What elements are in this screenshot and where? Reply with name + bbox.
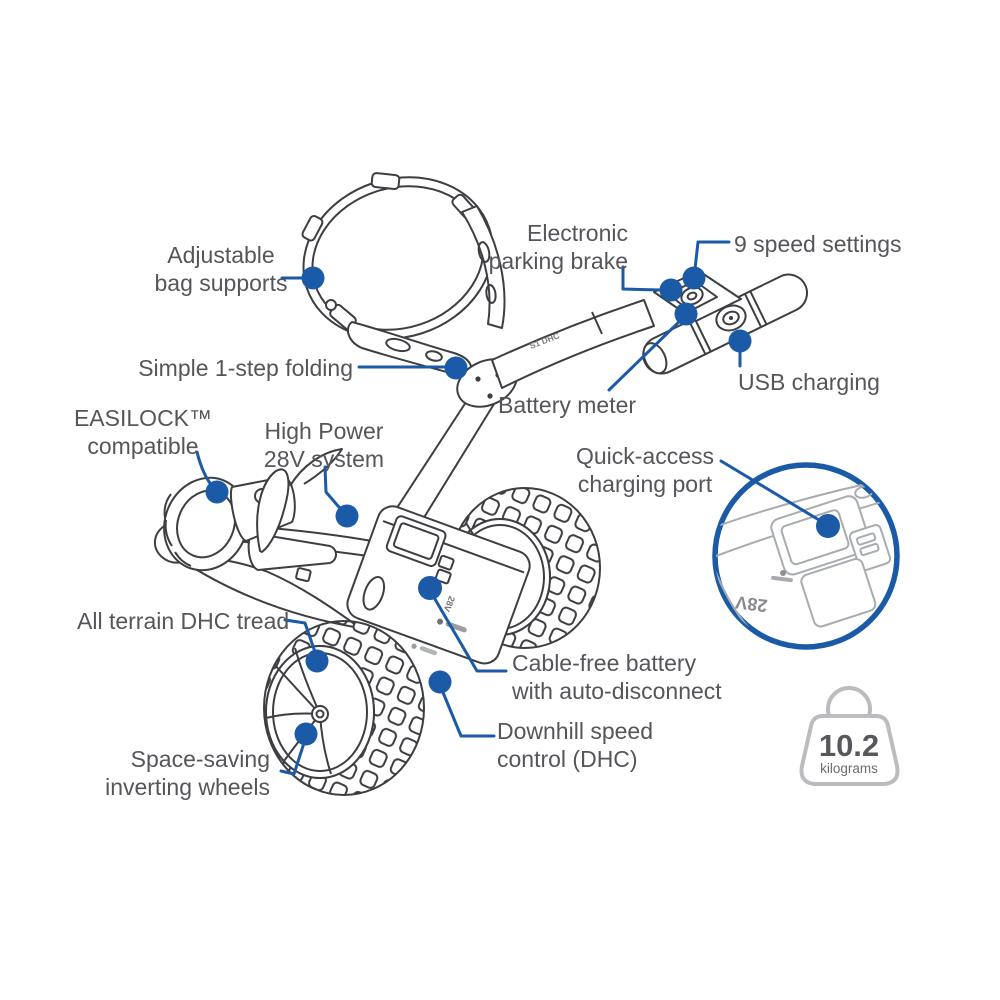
front-lower-wheel <box>262 620 426 796</box>
lens-battery-voltage: 28V <box>734 592 768 616</box>
label-usb: USB charging <box>738 369 880 395</box>
callout-line-battery-meter <box>607 316 685 392</box>
callout-dot-cable-free-battery <box>418 576 442 600</box>
callout-line-speed-settings <box>693 240 731 271</box>
callout-dot-inverting-wheels <box>294 722 318 746</box>
weight-value: 10.2 <box>818 728 880 763</box>
callout-dot-bag-supports <box>301 266 325 290</box>
callout-dot-downhill <box>428 670 452 694</box>
callout-dot-folding <box>444 356 468 380</box>
magnifier-lens: 28V <box>712 462 900 650</box>
label-bag-supports: Adjustable bag supports <box>154 242 288 296</box>
front-wheel-assembly <box>163 448 343 572</box>
callout-dot-speed-settings <box>682 266 706 290</box>
weight-unit: kilograms <box>820 761 878 776</box>
callout-line-downhill <box>440 688 496 738</box>
label-easilock: EASILOCK™ compatible <box>73 405 213 459</box>
callout-dot-battery-meter <box>674 302 698 326</box>
label-parking-brake: Electronic parking brake <box>488 220 628 274</box>
label-tread: All terrain DHC tread <box>77 608 290 634</box>
callout-dot-easilock <box>205 480 229 504</box>
weight-icon <box>799 686 900 786</box>
callout-line-charging-port <box>719 459 826 525</box>
callout-line-cable-free-battery <box>430 592 508 673</box>
label-battery-meter: Battery meter <box>498 392 637 418</box>
label-inverting-wheels: Space-saving inverting wheels <box>105 746 270 800</box>
label-charging-port: Quick-access charging port <box>575 443 715 497</box>
callout-line-power <box>323 465 346 515</box>
callout-dot-power <box>335 504 359 528</box>
callout-line-parking-brake <box>621 265 663 292</box>
callout-dot-parking-brake <box>659 278 683 302</box>
callout-line-tread <box>283 618 317 654</box>
callout-line-inverting-wheels <box>279 741 306 776</box>
callout-dots <box>205 266 840 746</box>
label-cable-free-battery: Cable-free battery with auto-disconnect <box>512 650 722 704</box>
callout-dot-charging-port <box>816 514 840 538</box>
callout-dot-tread <box>305 649 329 673</box>
label-folding: Simple 1-step folding <box>138 355 353 381</box>
callout-lines <box>195 240 826 776</box>
callout-dot-usb <box>728 329 752 353</box>
label-power: High Power 28V system <box>263 418 385 472</box>
bag-support-hoop <box>301 172 518 408</box>
label-speed-settings: 9 speed settings <box>734 231 902 257</box>
label-downhill: Downhill speed control (DHC) <box>497 718 653 772</box>
